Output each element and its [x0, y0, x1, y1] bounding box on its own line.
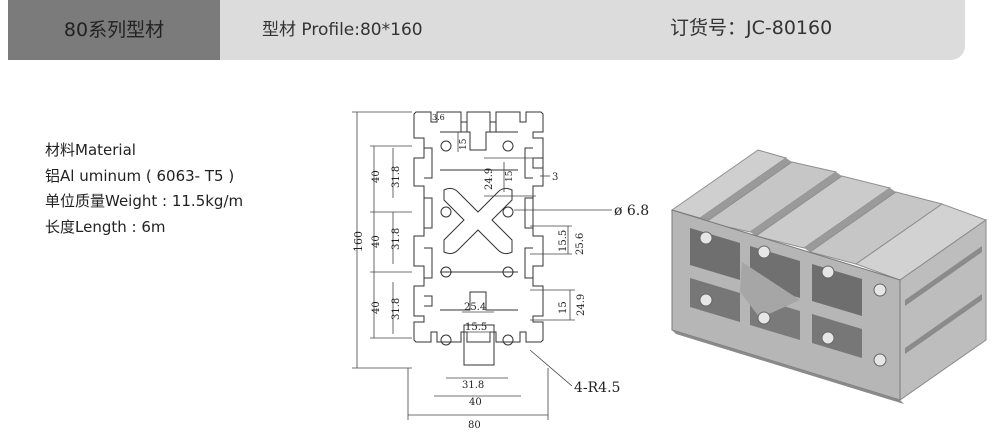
dim-80: 80 — [468, 420, 481, 431]
dim-160: 160 — [352, 231, 365, 252]
dim-15-right: 15 — [558, 301, 569, 314]
groove-left-3 — [424, 247, 433, 279]
spec-weight: 单位质量Weight : 11.5kg/m — [45, 192, 244, 210]
top-rail-4 — [750, 172, 842, 236]
groove-left-4 — [424, 295, 433, 307]
spec-alloy: 铝Al uminum ( 6063- T5 ) — [45, 166, 235, 185]
hole-diameter-label: ø 6.8 — [614, 203, 649, 219]
hole-1 — [440, 140, 452, 152]
groove-right-1 — [524, 147, 533, 179]
front-hole-8 — [873, 353, 887, 367]
series-title: 80系列型材 — [63, 19, 165, 41]
hole-8 — [502, 334, 514, 346]
spec-material: 材料Material — [45, 141, 136, 159]
spec-list: 材料Material 铝Al uminum ( 6063- T5 ) 单位质量W… — [45, 138, 243, 240]
dim-25-4: 25.4 — [464, 302, 486, 313]
hole-3 — [440, 206, 452, 218]
dim-3-6: 3.6 — [432, 113, 445, 122]
top-rail-2 — [700, 158, 792, 222]
series-title-box: 80系列型材 — [8, 0, 220, 60]
dim-15-top: 15 — [459, 138, 469, 150]
side-groove-1 — [905, 246, 982, 306]
dim-15-mid: 15 — [505, 170, 515, 182]
hole-4 — [502, 206, 514, 218]
front-hole-7 — [873, 283, 887, 297]
side-groove-2 — [905, 294, 982, 354]
hole-7 — [440, 334, 452, 346]
bottom-slot — [463, 324, 495, 366]
dim-40-bottom: 40 — [371, 301, 382, 314]
top-slot — [460, 122, 497, 133]
order-number: 订货号：JC-80160 — [670, 17, 833, 39]
front-hole-5 — [757, 311, 771, 325]
groove-right-3 — [524, 247, 533, 279]
dim-15-5-bottom: 15.5 — [465, 322, 487, 333]
dim-40-width: 40 — [469, 397, 482, 408]
lower-chambers — [440, 271, 518, 311]
front-hole-2 — [757, 245, 771, 259]
groove-left-1 — [424, 147, 433, 179]
dimension-labels: 3.6 15 24.9 15 3 40 31.8 40 31.8 40 31.8… — [352, 113, 649, 431]
front-hole-3 — [821, 265, 835, 279]
bottom-edge — [672, 330, 904, 404]
dim-31-8-mid: 31.8 — [391, 228, 402, 250]
center-web — [443, 187, 513, 255]
dim-40-top: 40 — [371, 170, 382, 183]
groove-right-2 — [524, 197, 533, 229]
front-web — [740, 262, 800, 318]
profile-outline — [413, 111, 544, 343]
dim-24-9-right: 24.9 — [576, 294, 587, 316]
dim-25-6: 25.6 — [575, 233, 586, 255]
dim-31-8-bottom: 31.8 — [391, 298, 402, 320]
upper-chambers — [440, 131, 518, 171]
dim-3: 3 — [552, 172, 558, 183]
hole-6 — [502, 266, 514, 278]
profile-3d-render — [670, 149, 988, 404]
groove-left-2 — [424, 197, 433, 229]
dimension-lines — [352, 111, 612, 420]
hole-5 — [440, 266, 452, 278]
front-hole-4 — [699, 293, 713, 307]
front-hole-6 — [821, 331, 835, 345]
dim-31-8-width: 31.8 — [462, 380, 484, 391]
dim-31-8-top: 31.8 — [391, 166, 402, 188]
top-rail-6 — [804, 188, 896, 252]
hole-2 — [502, 140, 514, 152]
cross-section-drawing: 3.6 15 24.9 15 3 40 31.8 40 31.8 40 31.8… — [352, 111, 649, 431]
front-chamber-6 — [812, 314, 862, 358]
dim-40-mid: 40 — [371, 235, 382, 248]
front-hole-1 — [699, 231, 713, 245]
spec-length: 长度Length : 6m — [45, 217, 166, 236]
front-chamber-4 — [690, 278, 740, 322]
dim-15-5-right: 15.5 — [558, 230, 569, 252]
dim-24-9-top: 24.9 — [484, 168, 495, 190]
profile-label: 型材 Profile:80*160 — [262, 20, 423, 40]
corner-radius-label: 4-R4.5 — [574, 380, 620, 396]
